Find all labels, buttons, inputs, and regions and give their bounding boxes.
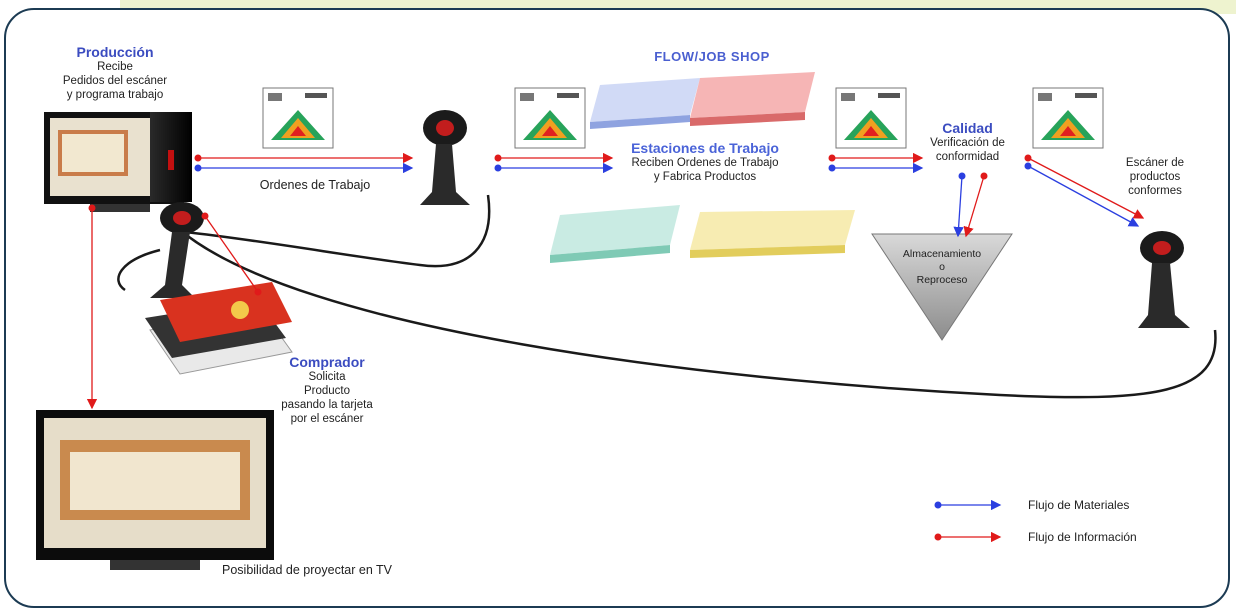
quality-heading: Calidad <box>905 120 1030 136</box>
production-line-1: Recibe <box>50 60 180 74</box>
quality-line-1: Verificación de <box>905 136 1030 150</box>
buyer-heading: Comprador <box>262 354 392 370</box>
quality-block: Calidad Verificación de conformidad <box>905 120 1030 164</box>
cable-computer <box>118 250 160 290</box>
diagram-title: FLOW/JOB SHOP <box>612 50 812 64</box>
stations-block: Estaciones de Trabajo Reciben Ordenes de… <box>605 140 805 184</box>
work-order-document-icon <box>263 88 333 148</box>
legend-materials: Flujo de Materiales <box>1028 498 1129 512</box>
scanner-products-block: Escáner de productos conformes <box>1100 156 1210 198</box>
scanner-products-line-1: Escáner de <box>1100 156 1210 170</box>
buyer-line-1: Solicita <box>262 370 392 384</box>
storage-block: Almacenamiento o Reproceso <box>882 248 1002 287</box>
storage-line-1: Almacenamiento <box>882 248 1002 261</box>
station-plate-green <box>550 205 680 263</box>
production-heading: Producción <box>50 44 180 60</box>
production-line-2: Pedidos del escáner <box>50 74 180 88</box>
tv-monitor-icon <box>36 410 274 570</box>
work-order-document-icon <box>515 88 585 148</box>
production-block: Producción Recibe Pedidos del escáner y … <box>50 44 180 102</box>
station-plate-red <box>690 72 815 126</box>
buyer-line-4: por el escáner <box>262 412 392 426</box>
barcode-scanner-icon <box>420 110 470 205</box>
barcode-scanner-icon <box>1138 231 1190 328</box>
storage-line-3: Reproceso <box>882 274 1002 287</box>
buyer-block: Comprador Solicita Producto pasando la t… <box>262 354 392 426</box>
scanner-products-line-3: conformes <box>1100 184 1210 198</box>
scanner-products-line-2: productos <box>1100 170 1210 184</box>
legend-arrows <box>935 502 1001 541</box>
desktop-computer-icon <box>44 112 192 212</box>
quality-line-2: conformidad <box>905 150 1030 164</box>
stations-line-2: y Fabrica Productos <box>605 170 805 184</box>
storage-line-2: o <box>882 261 1002 274</box>
work-orders-label: Ordenes de Trabajo <box>240 178 390 192</box>
cable-to-scanner-1 <box>185 195 489 266</box>
tv-label: Posibilidad de proyectar en TV <box>222 563 472 577</box>
station-plate-blue <box>590 78 700 129</box>
work-order-document-icon <box>836 88 906 148</box>
production-line-3: y programa trabajo <box>50 88 180 102</box>
buyer-line-3: pasando la tarjeta <box>262 398 392 412</box>
work-order-document-icon <box>1033 88 1103 148</box>
buyer-line-2: Producto <box>262 384 392 398</box>
station-plate-yellow <box>690 210 855 258</box>
legend-information: Flujo de Información <box>1028 530 1137 544</box>
stations-heading: Estaciones de Trabajo <box>605 140 805 156</box>
stations-line-1: Reciben Ordenes de Trabajo <box>605 156 805 170</box>
